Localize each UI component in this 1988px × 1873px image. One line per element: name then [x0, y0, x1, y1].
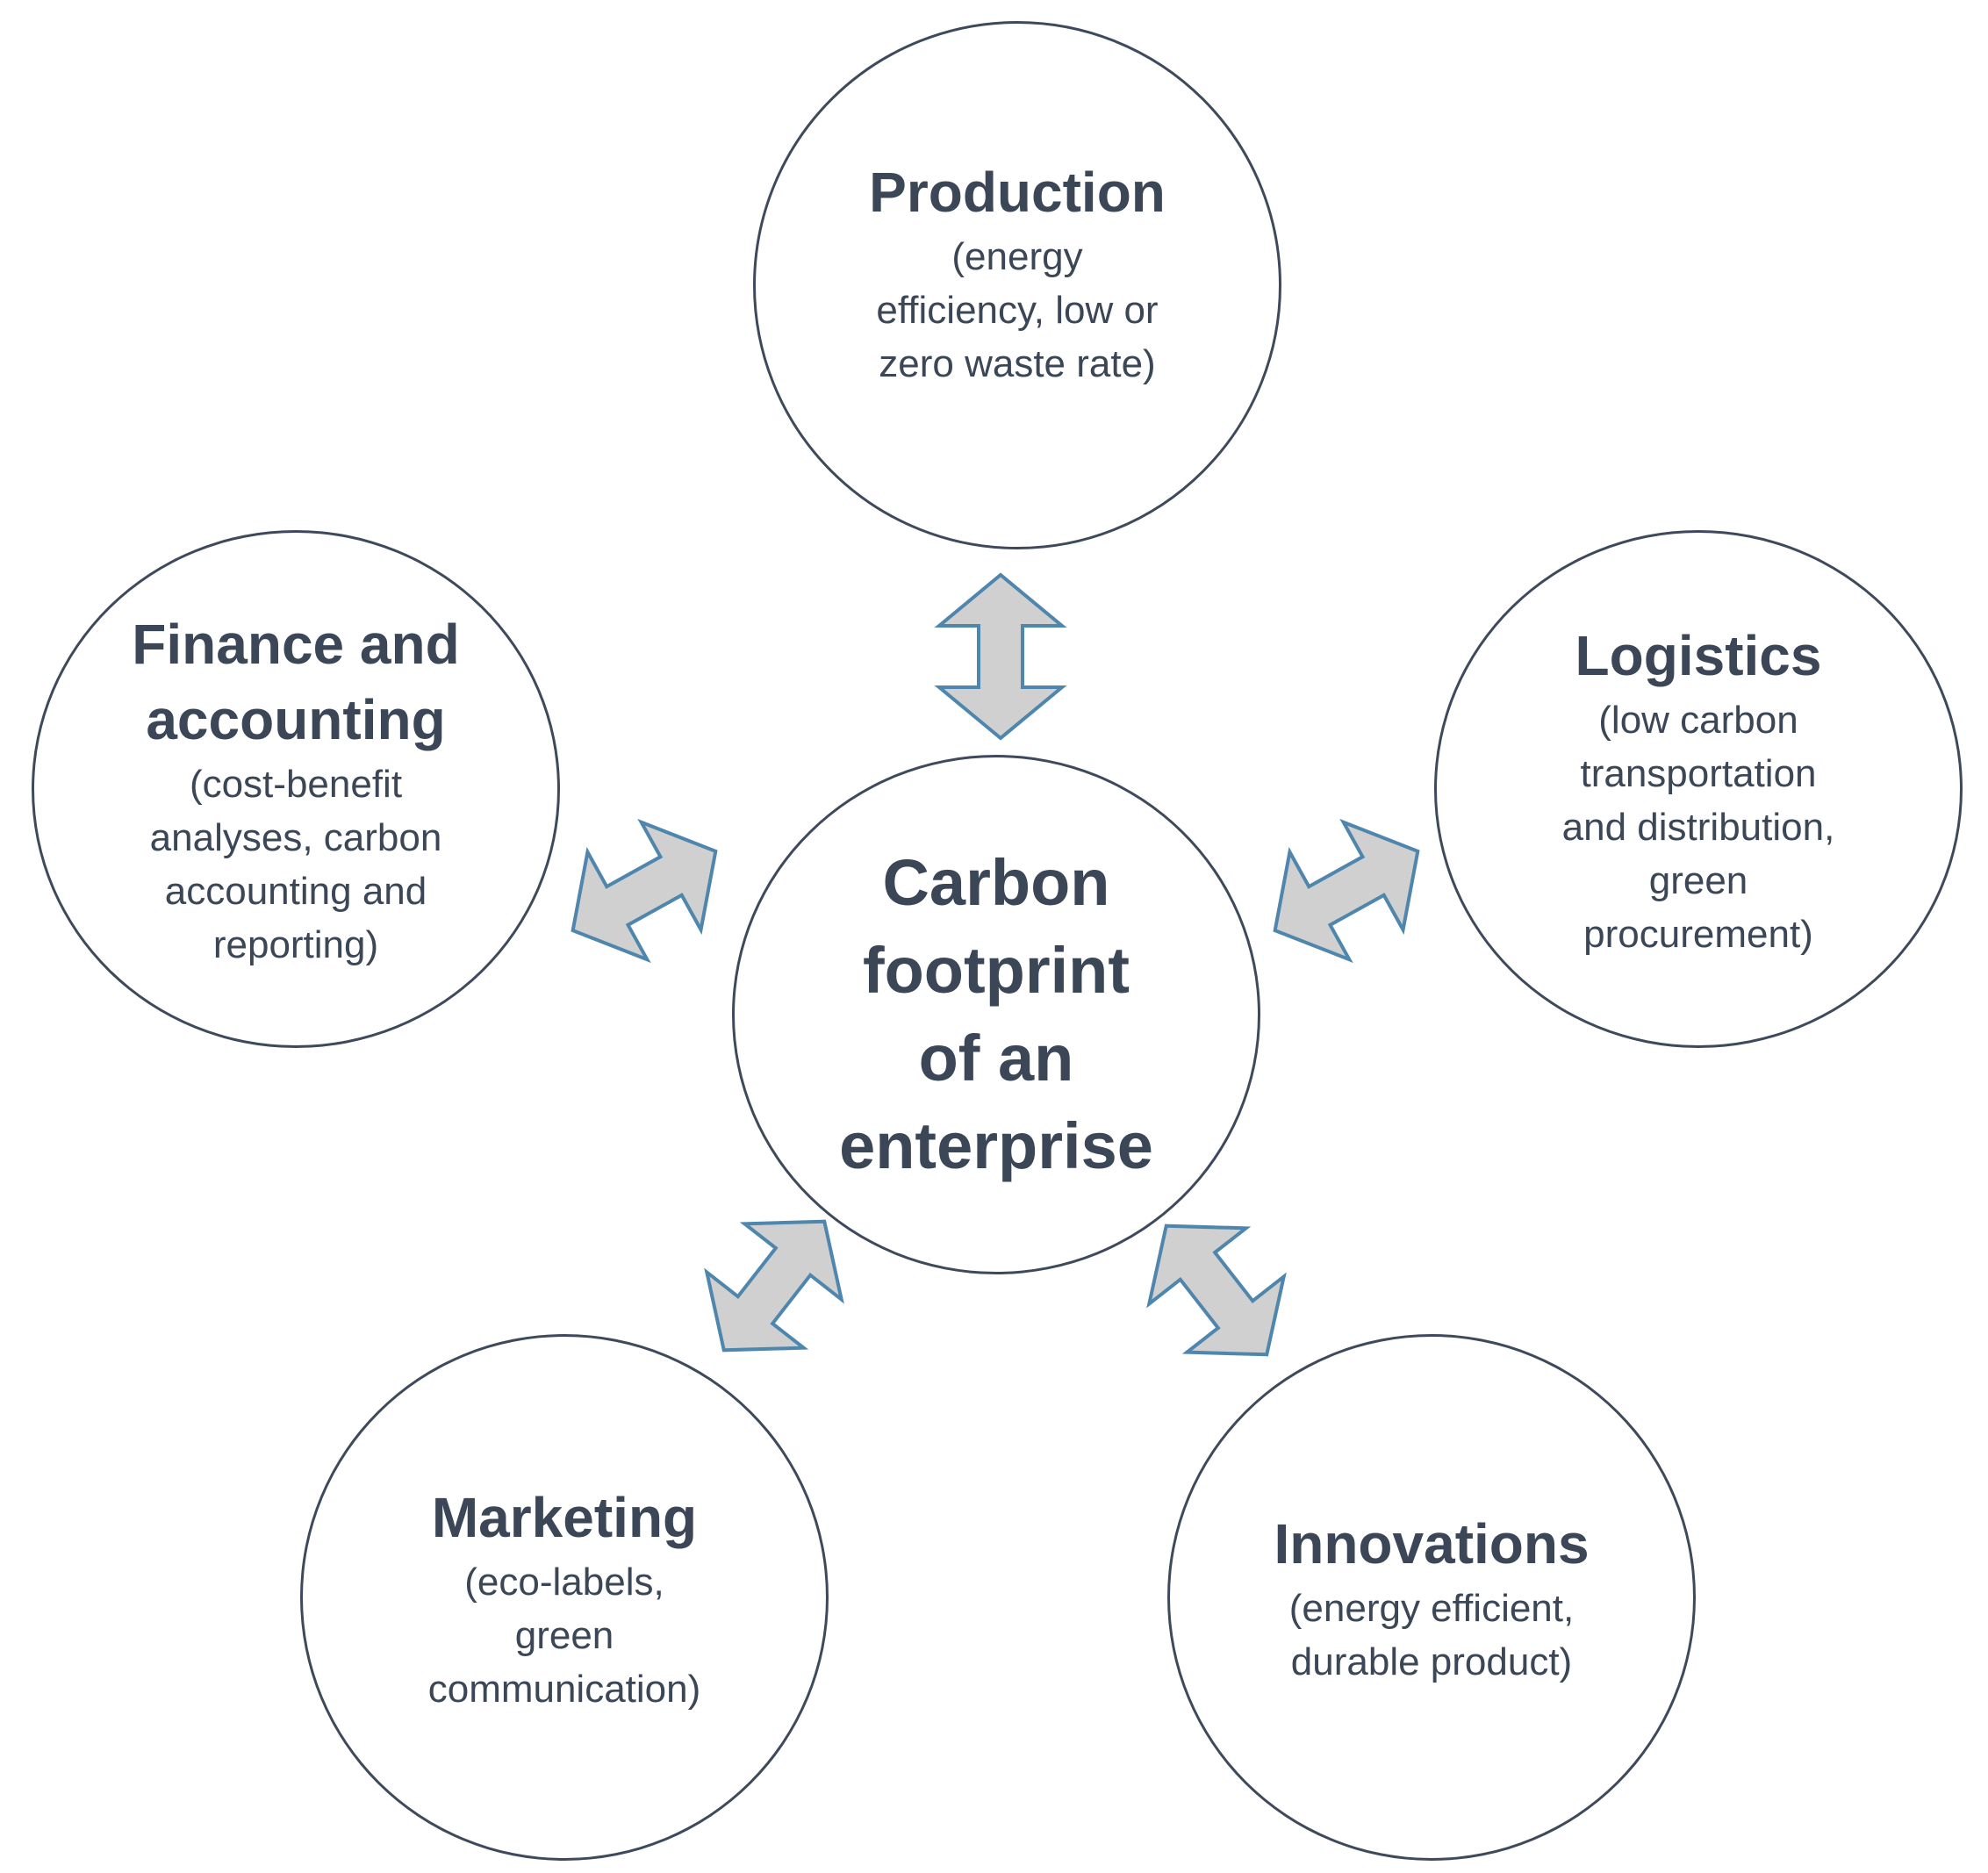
title-line: Marketing — [431, 1485, 698, 1549]
center-title: Carbon footprint of an enterprise — [839, 839, 1153, 1190]
title-line: Production — [869, 160, 1166, 224]
double-arrow-innovations — [1146, 1224, 1287, 1357]
detail-line: reporting) — [212, 923, 379, 966]
detail-line: (eco-labels, — [464, 1560, 664, 1604]
node-marketing: Marketing (eco-labels, green communicati… — [300, 1334, 829, 1861]
node-innovations-title: Innovations — [1274, 1506, 1589, 1582]
detail-line: durable product) — [1290, 1640, 1573, 1683]
node-finance: Finance and accounting (cost-benefit ana… — [32, 530, 560, 1048]
detail-line: communication) — [427, 1667, 701, 1711]
double-arrow-marketing — [704, 1219, 844, 1353]
title-line: accounting — [146, 688, 446, 751]
title-line: of an — [918, 1022, 1074, 1094]
node-marketing-title: Marketing — [432, 1480, 697, 1555]
detail-line: (cost-benefit — [189, 763, 403, 806]
title-line: footprint — [862, 934, 1130, 1007]
detail-line: (low carbon — [1598, 698, 1798, 742]
node-logistics-detail: (low carbon transportation and distribut… — [1562, 693, 1835, 961]
detail-line: zero waste rate) — [879, 341, 1156, 385]
node-marketing-detail: (eco-labels, green communication) — [428, 1555, 701, 1716]
node-innovations: Innovations (energy efficient, durable p… — [1167, 1334, 1696, 1861]
node-finance-detail: (cost-benefit analyses, carbon accountin… — [150, 757, 442, 972]
detail-line: and distribution, — [1561, 805, 1835, 849]
detail-line: procurement) — [1583, 912, 1813, 956]
double-arrow-production — [934, 572, 1067, 741]
node-production: Production (energy efficiency, low or ze… — [753, 21, 1281, 549]
detail-line: green — [514, 1613, 614, 1657]
node-production-detail: (energy efficiency, low or zero waste ra… — [876, 230, 1158, 391]
node-logistics: Logistics (low carbon transportation and… — [1434, 530, 1963, 1048]
detail-line: (energy — [951, 234, 1083, 278]
detail-line: analyses, carbon — [149, 816, 442, 859]
detail-line: efficiency, low or — [876, 288, 1159, 332]
detail-line: (energy efficient, — [1288, 1587, 1575, 1630]
title-line: Finance and — [132, 613, 460, 676]
detail-line: transportation — [1580, 751, 1817, 795]
node-production-title: Production — [869, 154, 1166, 230]
node-logistics-title: Logistics — [1575, 618, 1822, 693]
double-arrow-logistics — [1273, 818, 1420, 964]
node-finance-title: Finance and accounting — [132, 606, 459, 757]
title-line: Carbon — [882, 846, 1110, 919]
double-arrow-finance — [571, 818, 718, 964]
detail-line: green — [1648, 858, 1748, 902]
title-line: Logistics — [1575, 623, 1822, 687]
title-line: Innovations — [1274, 1512, 1590, 1575]
title-line: enterprise — [839, 1109, 1153, 1182]
node-innovations-detail: (energy efficient, durable product) — [1289, 1582, 1574, 1689]
detail-line: accounting and — [164, 870, 427, 913]
node-center: Carbon footprint of an enterprise — [732, 755, 1260, 1274]
